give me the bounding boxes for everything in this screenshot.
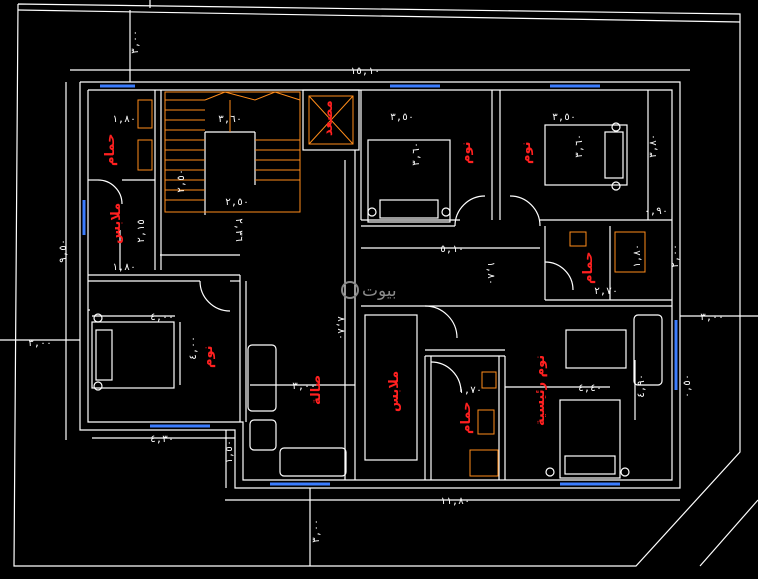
label-elevator: مصعد bbox=[321, 100, 336, 136]
dim-bed1-w: ٣,٥٠ bbox=[390, 112, 414, 123]
staircase bbox=[164, 91, 301, 213]
outer-walls bbox=[79, 81, 681, 489]
watermark-logo-icon bbox=[341, 281, 359, 299]
bed-top-1 bbox=[367, 139, 451, 223]
dim-corridor: ٠,٩٠ bbox=[644, 206, 668, 217]
dim-lobby-w: ٢,٥٠ bbox=[225, 197, 249, 208]
furniture bbox=[91, 99, 663, 479]
label-bed-left: نوم bbox=[201, 345, 216, 368]
dim-overall-width: ١٥,١٠ bbox=[350, 66, 380, 77]
elevator-cross bbox=[308, 95, 354, 145]
label-closet-center: ملابس bbox=[387, 371, 402, 412]
dim-overall-height: ٩,٥٠ bbox=[58, 239, 69, 263]
dim-master-w: ٤,٤٠ bbox=[578, 383, 602, 394]
label-hall: صالة bbox=[309, 375, 324, 405]
dim-bottom-offset: ٣,٠٠ bbox=[311, 519, 322, 543]
dim-right-gap: ١,٨٠ bbox=[485, 261, 496, 285]
watermark: بيوت bbox=[341, 281, 397, 301]
windows bbox=[82, 84, 678, 486]
plot-boundary bbox=[13, 0, 758, 567]
bed-master bbox=[559, 399, 621, 479]
dim-lobby-h: ٢,٣٦ bbox=[233, 218, 244, 242]
dim-bed1-h: ٣,٦٠ bbox=[411, 142, 422, 166]
dim-small-w: ٢,٧٠ bbox=[594, 286, 618, 297]
label-master-bed: نوم رئيسية bbox=[533, 355, 548, 426]
dim-small-h: ١,٨٠ bbox=[632, 244, 643, 268]
interior-walls bbox=[88, 89, 672, 480]
dim-right-small: ٠,٥٠ bbox=[682, 374, 693, 398]
dim-right-offset: ٣,٠٠ bbox=[700, 312, 724, 323]
dim-hall-h: ٨,٨٠ bbox=[335, 316, 346, 340]
dim-bed2-w: ٣,٥٠ bbox=[552, 112, 576, 123]
dim-bottom-left: ٤,٣٠ bbox=[150, 434, 174, 445]
dim-bedleft-h: ٤,٠٠ bbox=[188, 336, 199, 360]
dim-closet-h: ٢,١٥ bbox=[136, 219, 147, 243]
watermark-text: بيوت bbox=[362, 281, 397, 301]
bed-top-2 bbox=[544, 124, 628, 186]
dim-right-h: ٣,٨٠ bbox=[648, 134, 659, 158]
label-bed-top-1: نوم bbox=[459, 141, 474, 164]
dim-corridor-len: ٥,١٠ bbox=[440, 244, 464, 255]
dim-closet-w: ١,٨٠ bbox=[112, 262, 136, 273]
dim-hall-w: ٣,٠٠ bbox=[292, 381, 316, 392]
wardrobe-center bbox=[364, 314, 418, 461]
dim-bed2-h: ٣,٦٠ bbox=[574, 134, 585, 158]
sofa-hall-1 bbox=[247, 344, 277, 412]
dim-master-h: ٤,٩٠ bbox=[636, 374, 647, 398]
master-table bbox=[565, 329, 627, 369]
label-closet-left: ملابس bbox=[109, 203, 124, 244]
label-bathroom-top-left: حمام bbox=[103, 134, 118, 167]
dim-stair-width: ٣,٦٠ bbox=[218, 114, 242, 125]
dim-left-offset: ٣,٠٠ bbox=[28, 338, 52, 349]
dim-bedleft-w: ٤,٠٠ bbox=[150, 312, 174, 323]
dim-step-h: ١,٥٠ bbox=[224, 440, 235, 464]
label-bath-right: حمام bbox=[581, 252, 596, 285]
dim-top-offset: ٣,٠٠ bbox=[130, 30, 141, 54]
doors bbox=[97, 179, 574, 393]
dim-bath-w: ١,٨٠ bbox=[112, 114, 136, 125]
master-sofa bbox=[633, 314, 663, 386]
dimension-lines bbox=[0, 10, 758, 566]
sofa-hall-3 bbox=[279, 447, 347, 477]
label-bed-top-2: نوم bbox=[519, 141, 534, 164]
sofa-hall-2 bbox=[249, 419, 277, 451]
bed-left bbox=[91, 321, 175, 389]
dim-bath-c: ١,٧٠ bbox=[458, 385, 482, 396]
dim-side-h: ٢,٠٠ bbox=[670, 244, 681, 268]
label-bathroom-center: حمام bbox=[459, 402, 474, 435]
dim-stair-h: ٢,٥٠ bbox=[176, 169, 187, 193]
dim-bottom-w: ١١,٨٠ bbox=[440, 496, 470, 507]
